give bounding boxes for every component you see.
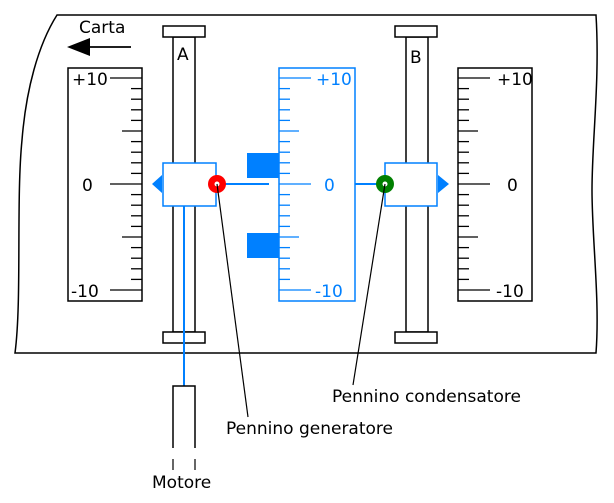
left-scale-bottom-label: -10	[71, 282, 99, 302]
right-scale-bottom-label: -10	[496, 282, 524, 302]
center-scale-lower-marker	[247, 233, 279, 258]
paper-label: Carta	[79, 18, 125, 38]
left-scale: +10 0 -10	[67, 67, 143, 302]
center-scale-top-label: +10	[316, 70, 352, 90]
rail-b-label: B	[410, 48, 422, 68]
motor-label: Motore	[152, 473, 211, 493]
right-scale-top-label: +10	[497, 70, 533, 90]
left-scale-top-label: +10	[72, 70, 108, 90]
rail-b-bottom-cap	[394, 331, 438, 344]
carriage-b-pointer-icon	[438, 175, 449, 193]
left-scale-ticks	[110, 77, 142, 291]
generator-pen-leader	[216, 183, 249, 418]
generator-pen-label: Pennino generatore	[226, 419, 393, 439]
carriage-a	[152, 162, 217, 207]
rail-a-label: A	[177, 45, 189, 65]
center-scale-ticks	[279, 77, 311, 291]
left-scale-mid-label: 0	[82, 176, 93, 196]
carriage-a-pointer-icon	[152, 175, 162, 193]
center-scale-bottom-label: -10	[315, 282, 343, 302]
center-scale-upper-marker	[247, 153, 279, 178]
carriage-b	[384, 162, 449, 207]
paper-direction-arrow-icon	[67, 38, 131, 56]
center-scale: +10 0 -10	[247, 67, 356, 302]
right-scale-ticks	[458, 77, 490, 291]
center-scale-mid-label: 0	[324, 176, 335, 196]
motor	[172, 385, 196, 470]
rail-a-top-cap	[162, 25, 206, 38]
right-scale-mid-label: 0	[507, 176, 518, 196]
capacitor-pen-label: Pennino condensatore	[332, 387, 521, 407]
rail-b-top-cap	[394, 25, 438, 38]
capacitor-pen-leader	[352, 183, 386, 386]
right-scale: +10 0 -10	[457, 67, 533, 302]
